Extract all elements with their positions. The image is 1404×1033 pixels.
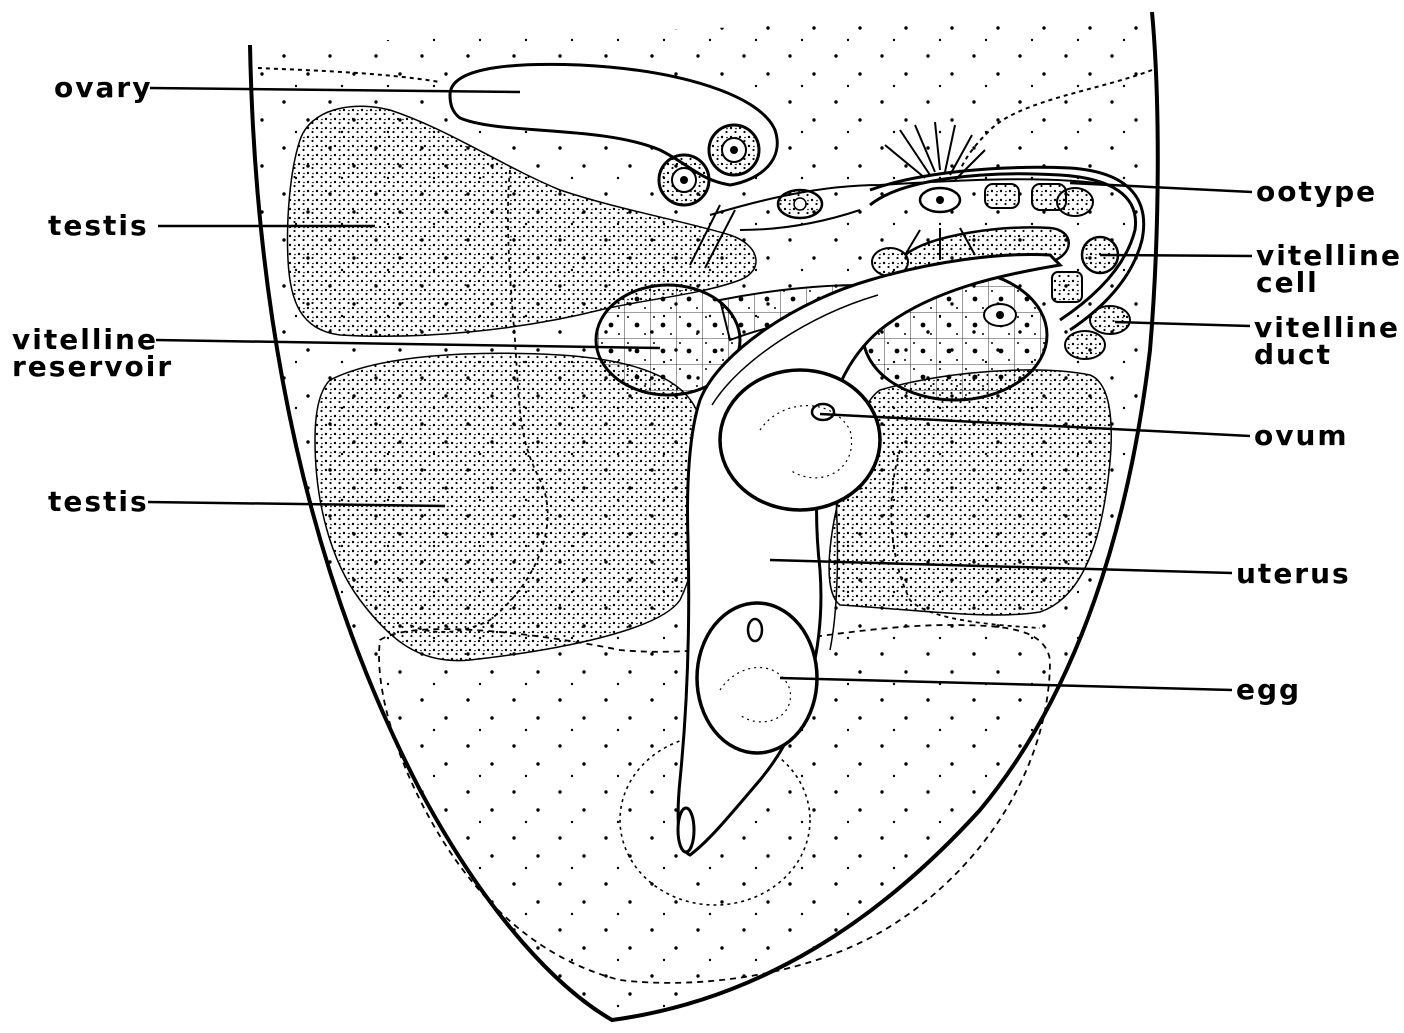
label-vitelline-duct: vitelline duct [1254,314,1400,368]
genital-pore [678,808,694,852]
label-egg: egg [1236,676,1301,703]
label-ovary: ovary [54,74,152,101]
label-ovum: ovum [1254,422,1349,449]
label-vitelline-reservoir: vitelline reservoir [12,326,173,380]
label-testis-lower: testis [48,488,149,515]
label-vitelline-cell-line1: vitelline [1256,242,1402,269]
label-vitelline-reservoir-line2: reservoir [12,353,173,380]
label-uterus: uterus [1236,560,1351,587]
testis-lower-shape [315,353,704,660]
label-vitelline-reservoir-line1: vitelline [12,326,173,353]
ovum-shape [720,370,880,510]
label-ootype: ootype [1256,178,1377,205]
label-testis-upper: testis [48,212,149,239]
label-vitelline-duct-line2: duct [1254,341,1400,368]
label-vitelline-cell-line2: cell [1256,269,1402,296]
label-vitelline-duct-line1: vitelline [1254,314,1400,341]
label-vitelline-cell: vitelline cell [1256,242,1402,296]
